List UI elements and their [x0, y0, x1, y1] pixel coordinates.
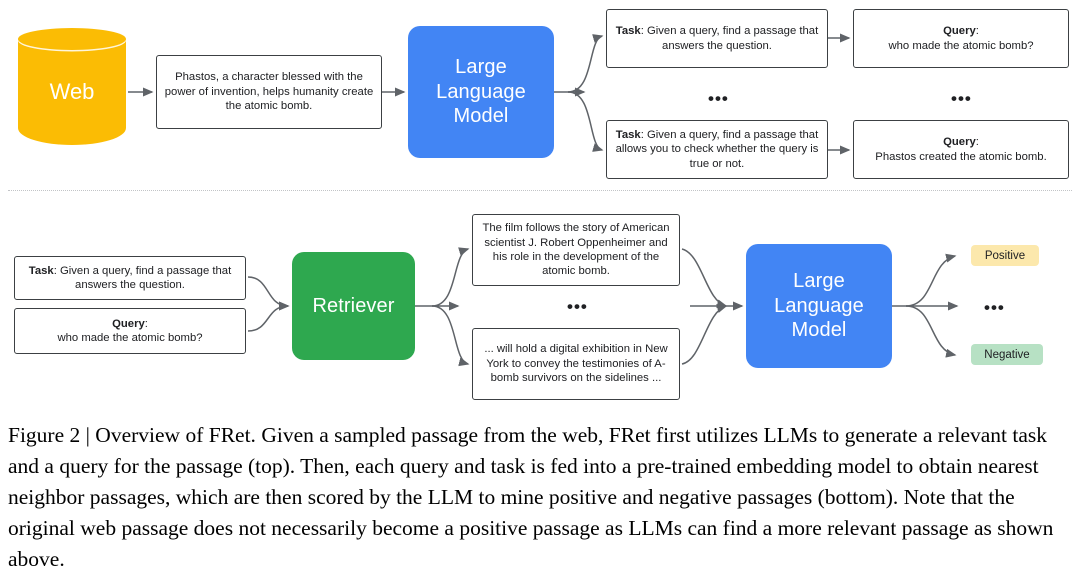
input-query-text: who made the atomic bomb?	[57, 332, 203, 344]
retrieved-passage-2: ... will hold a digital exhibition in Ne…	[472, 328, 680, 400]
task-box-1-label: Task	[615, 25, 641, 38]
negative-badge: Negative	[971, 344, 1043, 365]
query-box-1-label: Query	[943, 25, 976, 38]
llm-block-top: Large Language Model	[408, 26, 554, 158]
passages-ellipsis: •••	[567, 297, 588, 316]
task-box-1-text: Given a query, find a passage that answe…	[646, 25, 819, 52]
task-box-2-separator: :	[640, 128, 647, 141]
figure-caption-lead: Figure 2 | Overview of FRet.	[8, 423, 256, 447]
query-box-1-text: who made the atomic bomb?	[888, 39, 1034, 52]
retriever-block: Retriever	[292, 252, 415, 360]
section-divider	[8, 190, 1072, 191]
task-box-1: Task: Given a query, find a passage that…	[606, 9, 828, 68]
llm-block-bottom: Large Language Model	[746, 244, 892, 368]
query-box-2-separator: :	[975, 136, 979, 149]
retrieved-passage-2-text: ... will hold a digital exhibition in Ne…	[484, 343, 668, 385]
web-source-cylinder: Web	[18, 28, 126, 156]
positive-badge: Positive	[971, 245, 1039, 266]
cylinder-top-ellipse	[18, 28, 126, 50]
negative-badge-label: Negative	[984, 348, 1030, 361]
retrieved-passage-1: The film follows the story of American s…	[472, 214, 680, 286]
figure-caption: Figure 2 | Overview of FRet. Given a sam…	[8, 420, 1072, 575]
task-ellipsis: •••	[708, 89, 729, 108]
web-source-label: Web	[49, 79, 95, 104]
input-task-label: Task	[28, 264, 54, 277]
llm-bottom-line-2: Language	[774, 294, 864, 317]
llm-bottom-line-1: Large	[793, 270, 845, 293]
input-query-box: Query: who made the atomic bomb?	[14, 308, 246, 354]
llm-top-line-3: Model	[453, 105, 509, 128]
figure-diagram: Web Phastos, a character blessed with th…	[8, 9, 1072, 400]
input-query-label: Query	[112, 317, 145, 330]
input-task-separator: :	[53, 264, 60, 277]
task-box-2-label: Task	[615, 128, 641, 141]
cylinder-body	[18, 39, 126, 145]
query-box-2-label: Query	[943, 136, 976, 149]
web-passage-text: Phastos, a character blessed with the po…	[164, 71, 374, 113]
task-box-2-text: Given a query, find a passage that allow…	[615, 128, 819, 170]
query-box-1: Query: who made the atomic bomb?	[853, 9, 1069, 68]
task-box-1-separator: :	[640, 25, 647, 38]
retriever-label: Retriever	[312, 294, 395, 317]
input-task-text: Given a query, find a passage that answe…	[59, 264, 232, 291]
query-box-2: Query: Phastos created the atomic bomb.	[853, 120, 1069, 179]
query-box-2-text: Phastos created the atomic bomb.	[875, 150, 1047, 163]
query-ellipsis: •••	[951, 89, 972, 108]
outputs-ellipsis: •••	[984, 298, 1005, 317]
llm-top-line-2: Language	[436, 80, 526, 103]
positive-badge-label: Positive	[984, 249, 1026, 262]
web-passage-box: Phastos, a character blessed with the po…	[156, 55, 382, 129]
llm-top-line-1: Large	[455, 56, 507, 79]
query-box-1-separator: :	[975, 25, 979, 38]
figure-caption-body: Given a sampled passage from the web, FR…	[8, 423, 1054, 571]
input-query-separator: :	[144, 317, 148, 330]
input-task-box: Task: Given a query, find a passage that…	[14, 256, 246, 300]
llm-bottom-line-3: Model	[791, 319, 847, 342]
retrieved-passage-1-text: The film follows the story of American s…	[482, 222, 670, 278]
task-box-2: Task: Given a query, find a passage that…	[606, 120, 828, 179]
